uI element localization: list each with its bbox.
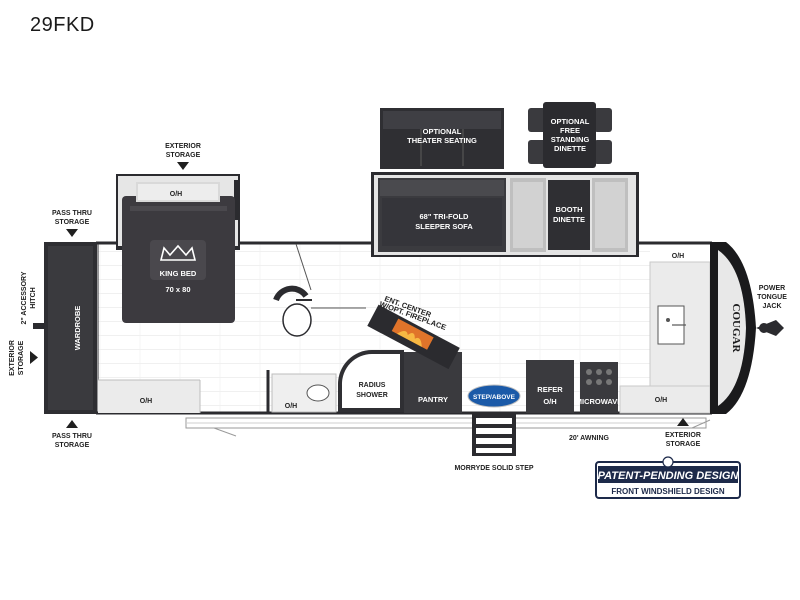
ext-left-2: STORAGE [18, 340, 25, 375]
arrow-down-icon [177, 162, 189, 170]
sofa-label-2: SLEEPER SOFA [415, 222, 473, 231]
refrigerator [526, 360, 574, 413]
front-cap: COUGAR [710, 242, 784, 414]
living-slide: 68" TRI-FOLD SLEEPER SOFA BOOTH DINETTE [371, 172, 639, 257]
bedroom-oh-label: O/H [170, 191, 182, 198]
bathroom: O/H RADIUS SHOWER PANTRY [266, 243, 462, 413]
exterior-storage-left: EXTERIOR STORAGE [9, 340, 38, 376]
ent-center [367, 304, 460, 370]
ext-right-1: EXTERIOR [665, 432, 701, 439]
booth-label-2: DINETTE [553, 215, 585, 224]
pass-top-2: STORAGE [55, 219, 90, 226]
stepabove-text: STEP/ABOVE [473, 394, 516, 401]
sink [306, 384, 330, 402]
bedroom-slide: KING BED 70 x 80 O/H [116, 174, 240, 323]
fsd-label-1: OPTIONAL [551, 117, 590, 126]
badge-emblem-icon [662, 456, 674, 468]
patent-badge: PATENT-PENDING DESIGN FRONT WINDSHIELD D… [595, 456, 741, 499]
ext-right-2: STORAGE [666, 441, 701, 448]
microwave-label: MICROWAVE [576, 397, 623, 406]
accessory-hitch: 2" ACCESSORY HITCH [21, 271, 37, 324]
arrow-right-icon [30, 351, 38, 364]
shower-label-1: RADIUS [359, 382, 386, 389]
hitch-2: HITCH [30, 287, 37, 308]
step-label: MORRYDE SOLID STEP [454, 465, 533, 472]
kitchen: REFER O/H MICROWAVE O/H O/H [526, 253, 711, 414]
booth-table [548, 180, 590, 250]
toilet [282, 303, 312, 337]
fsd-label-2: FREE [560, 126, 580, 135]
entry-step: MORRYDE SOLID STEP [454, 414, 534, 472]
awning: 20' AWNING [185, 417, 711, 442]
theater-label-2: THEATER SEATING [407, 136, 477, 145]
tongue-jack-icon [759, 323, 769, 333]
ext-left-1: EXTERIOR [9, 340, 16, 376]
front-oh-label: O/H [672, 253, 684, 260]
refer-label: REFER [537, 385, 563, 394]
theater-label-1: OPTIONAL [423, 127, 462, 136]
free-standing-dinette: OPTIONAL FREE STANDING DINETTE [528, 102, 612, 168]
ext-top-2: STORAGE [166, 152, 201, 159]
power-tongue-jack: POWER TONGUE JACK [757, 285, 787, 310]
king-bed-label: KING BED [160, 269, 197, 278]
booth-label-1: BOOTH [555, 205, 582, 214]
wardrobe-label: WARDROBE [73, 306, 82, 351]
arrow-down-icon [66, 229, 78, 237]
pantry-label: PANTRY [418, 395, 448, 404]
fsd-label-4: DINETTE [554, 144, 586, 153]
pass-thru-top: PASS THRU STORAGE [52, 210, 92, 237]
ptj-3: JACK [762, 303, 781, 310]
shower-label-2: SHOWER [356, 392, 388, 399]
bath-oh-label: O/H [285, 403, 297, 410]
refer-oh-label: O/H [543, 397, 556, 406]
ptj-2: TONGUE [757, 294, 787, 301]
theater-seating: OPTIONAL THEATER SEATING [380, 108, 504, 169]
rear-cabinet: O/H [98, 379, 201, 413]
exterior-storage-top: EXTERIOR STORAGE [165, 143, 201, 170]
rear-oh-label: O/H [140, 398, 152, 405]
patent-line1: PATENT-PENDING DESIGN [598, 470, 740, 482]
hitch-bar [33, 323, 45, 329]
arrow-up-icon [66, 420, 78, 428]
king-bed-size: 70 x 80 [165, 285, 190, 294]
awning-label: 20' AWNING [569, 435, 609, 442]
cap-logo: COUGAR [730, 304, 742, 354]
arrow-up-icon [677, 418, 689, 426]
pass-bot-1: PASS THRU [52, 433, 92, 440]
crown-icon [159, 244, 197, 261]
pass-thru-bottom: PASS THRU STORAGE [52, 420, 92, 449]
wardrobe: WARDROBE [44, 242, 97, 414]
pantry [404, 352, 462, 413]
pass-bot-2: STORAGE [55, 442, 90, 449]
stepabove-logo: STEP/ABOVE [467, 384, 521, 408]
patent-line2: FRONT WINDSHIELD DESIGN [611, 487, 725, 496]
fsd-label-3: STANDING [551, 135, 590, 144]
kitchen-oh-label: O/H [655, 397, 667, 404]
exterior-storage-right: EXTERIOR STORAGE [665, 418, 701, 448]
model-title: 29FKD [30, 14, 95, 36]
hitch-1: 2" ACCESSORY [21, 271, 28, 324]
ext-top-1: EXTERIOR [165, 143, 201, 150]
ptj-1: POWER [759, 285, 785, 292]
sofa-label-1: 68" TRI-FOLD [420, 212, 470, 221]
pass-top-1: PASS THRU [52, 210, 92, 217]
